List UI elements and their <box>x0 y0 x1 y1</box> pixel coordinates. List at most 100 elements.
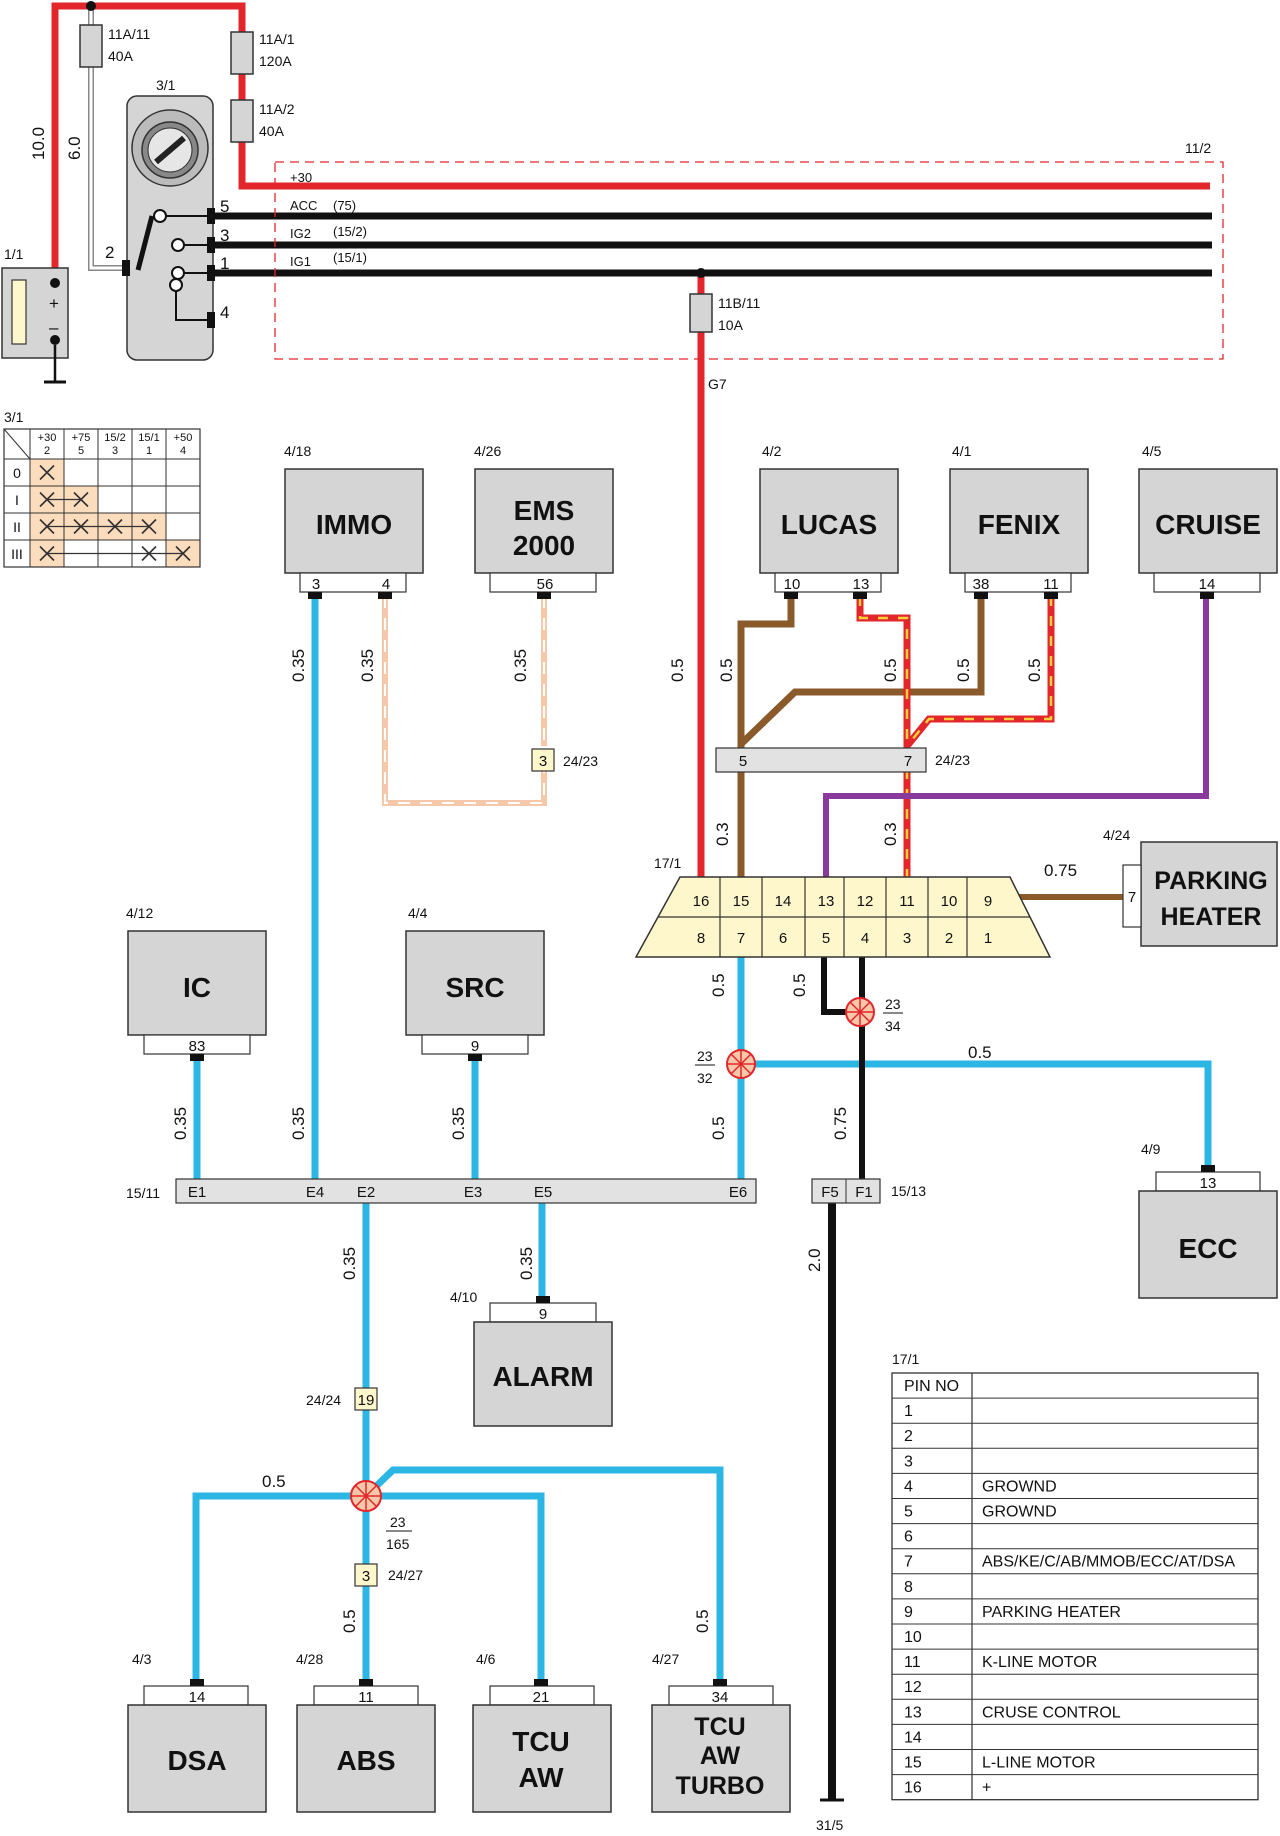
connector-bar-15-11: 15/11 E1 E4 E2 E3 E5 E6 <box>126 1178 757 1204</box>
pin-table-pin: 6 <box>904 1529 913 1546</box>
svg-text:0.5: 0.5 <box>954 658 973 682</box>
diag-pin: 3 <box>903 930 911 947</box>
g7-label: G7 <box>708 376 727 392</box>
svg-text:0.3: 0.3 <box>881 822 900 846</box>
svg-text:TCU: TCU <box>694 1713 745 1741</box>
svg-text:0.5: 0.5 <box>968 1043 992 1062</box>
svg-text:40A: 40A <box>108 48 134 64</box>
module-immo: 4/18 IMMO 3 4 <box>284 443 424 599</box>
module-ecc: 4/9 13 ECC <box>1138 1141 1278 1299</box>
svg-text:2.0: 2.0 <box>805 1248 824 1272</box>
matrix-col-pin: 3 <box>112 445 118 457</box>
diag-pin: 14 <box>775 893 792 910</box>
svg-text:4/9: 4/9 <box>1141 1141 1161 1157</box>
svg-text:0.35: 0.35 <box>449 1107 468 1140</box>
svg-text:3/1: 3/1 <box>4 409 24 425</box>
svg-text:10A: 10A <box>718 317 744 333</box>
matrix-col-header: +50 <box>174 432 193 444</box>
matrix-x-mark <box>141 518 157 535</box>
pin-table-desc: ABS/KE/C/AB/MMOB/ECC/AT/DSA <box>982 1554 1235 1571</box>
svg-text:4/2: 4/2 <box>762 443 782 459</box>
battery: 1/1 + – <box>1 246 69 384</box>
svg-text:7: 7 <box>904 753 912 770</box>
pin-table-desc: CRUSE CONTROL <box>982 1704 1121 1721</box>
svg-text:11: 11 <box>358 1689 374 1706</box>
svg-text:E5: E5 <box>534 1184 552 1201</box>
svg-text:19: 19 <box>358 1392 375 1409</box>
splice-23-32: 23 32 <box>695 1048 756 1086</box>
matrix-row-label: III <box>11 546 23 562</box>
svg-text:13: 13 <box>1200 1175 1217 1192</box>
svg-text:IG1: IG1 <box>290 254 311 269</box>
svg-text:32: 32 <box>697 1070 713 1086</box>
svg-text:+30: +30 <box>290 170 312 185</box>
diag-pin: 5 <box>822 930 830 947</box>
svg-text:LUCAS: LUCAS <box>781 509 877 540</box>
diag-pin: 1 <box>984 930 992 947</box>
svg-text:11: 11 <box>1043 576 1059 593</box>
svg-text:3: 3 <box>539 753 547 770</box>
svg-text:0.5: 0.5 <box>790 973 809 997</box>
wire-size-label: 10.0 <box>29 127 48 160</box>
matrix-x-mark <box>39 518 55 535</box>
svg-text:0.5: 0.5 <box>262 1472 286 1491</box>
svg-text:15/13: 15/13 <box>891 1183 926 1199</box>
svg-text:40A: 40A <box>259 123 285 139</box>
svg-text:4/26: 4/26 <box>474 443 501 459</box>
svg-text:14: 14 <box>189 1689 206 1706</box>
svg-text:34: 34 <box>712 1689 729 1706</box>
svg-text:0.5: 0.5 <box>668 658 687 682</box>
wire-red-battery-feed <box>51 2 1210 280</box>
svg-text:IG2: IG2 <box>290 226 311 241</box>
svg-text:E1: E1 <box>188 1184 206 1201</box>
module-ic: 4/12 IC 83 <box>126 905 267 1061</box>
diag-pin: 8 <box>697 930 705 947</box>
svg-text:4/5: 4/5 <box>1142 443 1162 459</box>
svg-text:1/1: 1/1 <box>4 246 24 262</box>
diag-pin: 7 <box>737 930 745 947</box>
svg-text:0.5: 0.5 <box>693 1609 712 1633</box>
svg-text:38: 38 <box>973 576 990 593</box>
module-cruise: 4/5 CRUISE 14 <box>1138 443 1278 599</box>
pin-table-pin: 16 <box>904 1780 922 1797</box>
svg-text:IC: IC <box>183 972 211 1003</box>
svg-text:0.5: 0.5 <box>709 1116 728 1140</box>
svg-text:4: 4 <box>220 303 229 322</box>
svg-text:TURBO: TURBO <box>676 1772 765 1800</box>
pin-table-pin: 10 <box>904 1629 922 1646</box>
svg-text:0.35: 0.35 <box>358 649 377 682</box>
connector-24-27: 3 24/27 <box>354 1563 423 1587</box>
svg-text:4/1: 4/1 <box>952 443 972 459</box>
svg-text:23: 23 <box>390 1514 406 1530</box>
bus-box-ref: 11/2 <box>1185 140 1211 156</box>
diag-pin: 15 <box>733 893 750 910</box>
svg-text:3: 3 <box>312 576 320 593</box>
svg-text:(75): (75) <box>333 198 356 213</box>
pin-table-pin: 3 <box>904 1453 913 1470</box>
svg-text:17/1: 17/1 <box>892 1351 919 1367</box>
svg-text:4/10: 4/10 <box>450 1289 477 1305</box>
svg-text:165: 165 <box>386 1536 410 1552</box>
fuse-11a-1: 11A/1 120A <box>230 31 295 75</box>
connector-bar-15-13: F5 F1 15/13 <box>811 1178 926 1204</box>
svg-text:11A/11: 11A/11 <box>108 26 151 42</box>
matrix-col-pin: 4 <box>180 445 186 457</box>
module-src: 4/4 SRC 9 <box>405 905 545 1061</box>
matrix-col-header: +75 <box>72 432 91 444</box>
pin-table-pin: 9 <box>904 1604 913 1621</box>
svg-text:24/23: 24/23 <box>563 753 598 769</box>
matrix-col-pin: 1 <box>146 445 152 457</box>
svg-text:56: 56 <box>537 576 554 593</box>
svg-text:0.3: 0.3 <box>713 822 732 846</box>
svg-text:3: 3 <box>220 226 229 245</box>
diag-pin: 12 <box>857 893 874 910</box>
connector-24-24: 19 24/24 <box>306 1387 378 1411</box>
power-wires <box>51 2 1212 880</box>
svg-text:24/23: 24/23 <box>935 752 970 768</box>
pin-table-desc: + <box>982 1780 991 1797</box>
svg-text:0.35: 0.35 <box>511 649 530 682</box>
svg-text:E4: E4 <box>306 1184 324 1201</box>
svg-text:2000: 2000 <box>513 530 575 561</box>
